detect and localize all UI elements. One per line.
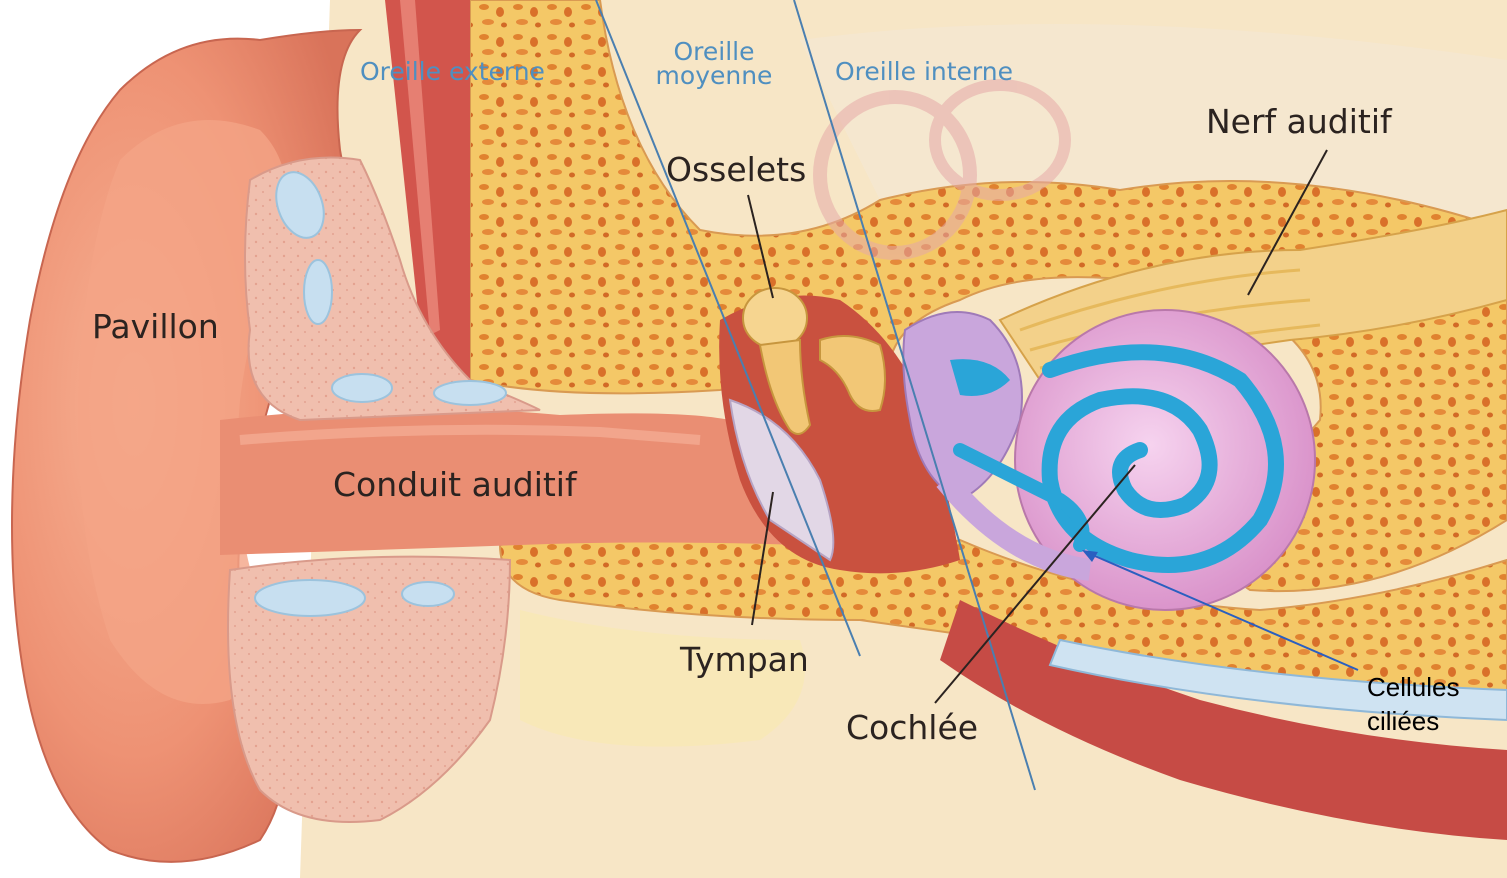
cochlee-label: Cochlée — [846, 708, 978, 747]
conduit-auditif-label: Conduit auditif — [333, 465, 577, 504]
osselets-label: Osselets — [666, 150, 806, 189]
outer-ear-zone-label: Oreille externe — [360, 60, 545, 84]
cellules-ciliees-line2: ciliées — [1367, 704, 1497, 738]
middle-ear-zone-label: Oreille moyenne — [634, 40, 794, 88]
cellules-ciliees-line1: Cellules — [1367, 670, 1497, 704]
cellules-ciliees-label: Cellules ciliées — [1367, 670, 1497, 738]
nerf-auditif-label: Nerf auditif — [1206, 102, 1392, 141]
tympan-label: Tympan — [680, 640, 809, 679]
middle-ear-zone-label-line2: moyenne — [634, 64, 794, 88]
inner-ear-zone-label: Oreille interne — [835, 60, 1013, 84]
pavillon-label: Pavillon — [92, 307, 219, 346]
